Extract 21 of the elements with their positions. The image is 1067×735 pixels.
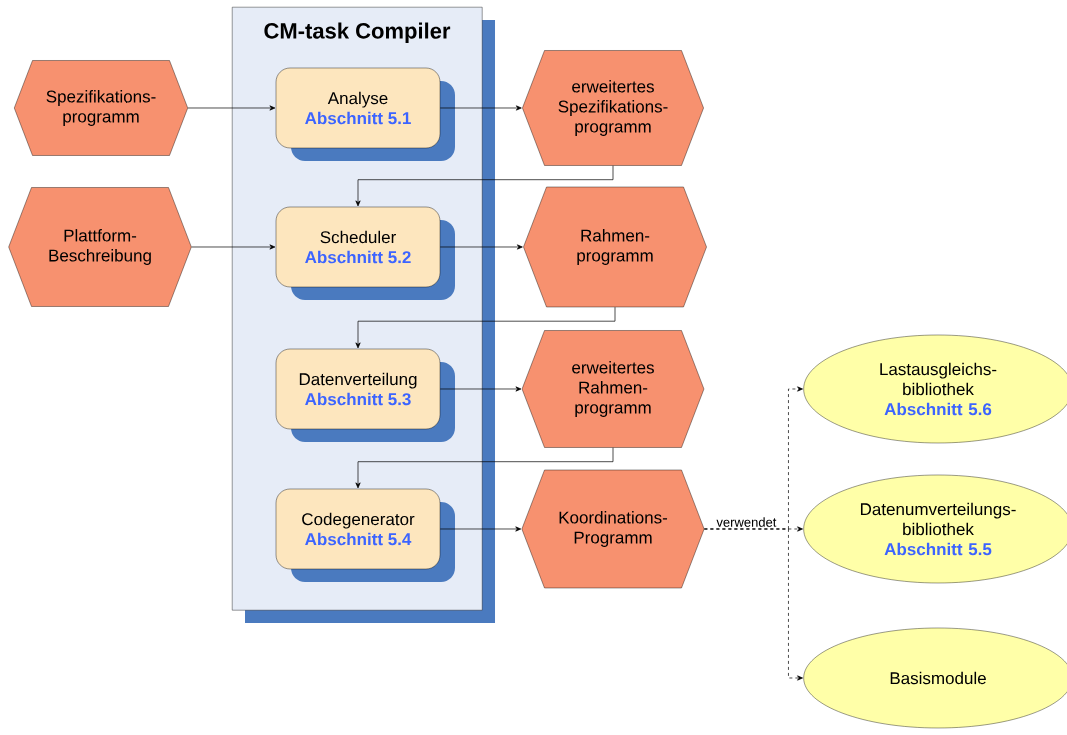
arrow xyxy=(355,447,614,489)
process-box: Analyse Abschnitt 5.1 xyxy=(275,67,455,161)
data-hexagon: erweitertes Spezifikations- programm xyxy=(522,50,704,166)
data-hexagon: Rahmen- programm xyxy=(523,186,707,308)
arrow xyxy=(355,306,616,349)
dashed-arrow xyxy=(704,528,803,681)
arrow xyxy=(187,105,276,111)
arrow xyxy=(191,244,276,250)
process-box: Scheduler Abschnitt 5.2 xyxy=(275,206,455,300)
arrow xyxy=(439,244,523,250)
arrow xyxy=(355,165,614,207)
edge-label: verwendet xyxy=(715,516,778,528)
arrow xyxy=(439,386,522,392)
process-box: Codegenerator Abschnitt 5.4 xyxy=(275,488,455,582)
process-box: Datenverteilung Abschnitt 5.3 xyxy=(275,348,455,442)
arrow xyxy=(439,526,522,532)
data-hexagon: Spezifikations- programm xyxy=(14,60,188,156)
data-hexagon: Plattform- Beschreibung xyxy=(8,187,192,307)
arrow xyxy=(439,105,522,111)
data-hexagon: erweitertes Rahmen- programm xyxy=(521,330,705,448)
data-hexagon: Koordinations- Programm xyxy=(521,469,705,589)
